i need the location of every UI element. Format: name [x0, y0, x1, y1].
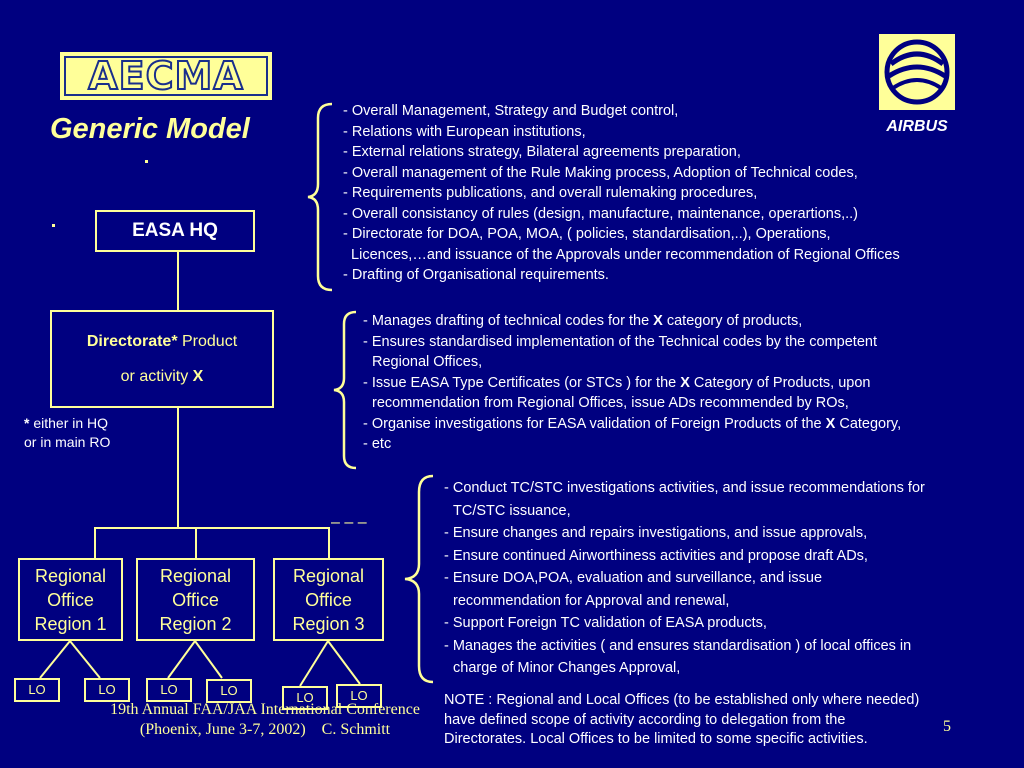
airbus-swirl-icon [884, 39, 950, 105]
hq-task-item: - Drafting of Organisational requirement… [343, 267, 609, 283]
hq-task-item: - Relations with European institutions, [343, 123, 586, 140]
directorate-task-item: recommendation from Regional Offices, is… [372, 395, 849, 411]
hq-task-item: - Directorate for DOA, POA, MOA, ( polic… [343, 226, 831, 242]
ro-line: Region 1 [34, 613, 107, 634]
local-office-connectors [39, 640, 361, 687]
regional-task-item: TC/STC issuance, [453, 502, 571, 519]
ro-line: Office [172, 589, 219, 610]
hq-task-item: - Overall management of the Rule Making … [343, 164, 858, 181]
page-number: 5 [943, 718, 951, 735]
note-line: NOTE : Regional and Local Offices (to be… [444, 692, 920, 708]
directorate-task-list: - Manages drafting of technical codes fo… [363, 311, 901, 455]
connector-line [328, 527, 330, 558]
airbus-logo [879, 34, 955, 110]
directorate-task-item: - Organise investigations for EASA valid… [363, 415, 902, 432]
hq-task-item: Licences,…and issuance of the Approvals … [343, 246, 900, 263]
connector-line [94, 527, 96, 558]
ro-line: Office [47, 589, 94, 610]
ro-line: Regional [34, 565, 107, 586]
ro-line: Regional [159, 565, 232, 586]
connector-line [94, 527, 330, 529]
local-office-box: LO [206, 679, 252, 703]
directorate-task-item: Regional Offices, [372, 354, 483, 370]
aecma-logo-text: AECMA [87, 53, 244, 99]
regional-office-1: Regional Office Region 1 [18, 558, 123, 641]
directorate-task-item: - Ensures standardised implementation of… [363, 333, 877, 350]
footer-location-author: (Phoenix, June 3-7, 2002) C. Schmitt [139, 721, 391, 738]
regional-task-item: - Manages the activities ( and ensures s… [444, 637, 912, 654]
connector-line [177, 408, 179, 528]
airbus-label: AIRBUS [886, 118, 948, 135]
directorate-label-rest: Product [177, 333, 238, 350]
hq-task-item: - Overall consistancy of rules (design, … [343, 205, 858, 222]
dot-mark [52, 224, 55, 227]
footnote-line1: either in HQ [29, 415, 109, 431]
regional-task-item: - Support Foreign TC validation of EASA … [444, 615, 767, 631]
hq-task-item: - Requirements publications, and overall… [343, 185, 758, 201]
regional-brace [404, 474, 434, 684]
directorate-label-line2: or activity [120, 368, 193, 385]
easa-hq-label: EASA HQ [132, 220, 218, 241]
local-office-box: LO [84, 678, 130, 702]
aecma-logo: AECMA [60, 52, 272, 100]
footnote-line2: or in main RO [24, 434, 111, 450]
page-title: Generic Model [50, 113, 250, 145]
directorate-label-bold: Directorate [86, 333, 172, 350]
ro-line: Region 3 [292, 613, 365, 634]
directorate-x: X [192, 368, 204, 385]
directorate-task-item: - Manages drafting of technical codes fo… [363, 313, 803, 329]
easa-hq-box: EASA HQ [95, 210, 255, 252]
footer: 19th Annual FAA/JAA International Confer… [60, 700, 470, 740]
local-office-box: LO [336, 684, 382, 708]
regional-office-2: Regional Office Region 2 [136, 558, 255, 641]
footnote-star: * [24, 415, 30, 431]
dot-mark [145, 160, 148, 163]
connector-line [195, 527, 197, 558]
regional-task-item: - Ensure changes and repairs investigati… [444, 525, 868, 541]
directorate-brace [333, 310, 357, 470]
note-line: Directorates. Local Offices to be limite… [444, 731, 868, 747]
regional-task-item: - Conduct TC/STC investigations activiti… [444, 480, 925, 496]
ro-line: Office [305, 589, 352, 610]
ro-line: Region 2 [159, 613, 232, 634]
local-office-box: LO [146, 678, 192, 702]
hq-task-item: - Overall Management, Strategy and Budge… [343, 103, 679, 119]
hq-brace [307, 102, 333, 292]
local-office-box: LO [14, 678, 60, 702]
directorate-star: * [171, 333, 178, 350]
regional-task-item: - Ensure DOA,POA, evaluation and surveil… [444, 570, 823, 586]
dashed-extension: – – – [331, 514, 367, 531]
directorate-box: Directorate* Product or activity X [50, 310, 274, 408]
note-line: have defined scope of activity according… [444, 711, 846, 728]
hq-task-item: - External relations strategy, Bilateral… [343, 144, 741, 160]
regional-task-item: recommendation for Approval and renewal, [453, 592, 730, 609]
connector-line [177, 252, 179, 311]
directorate-task-item: - etc [363, 436, 392, 452]
regional-task-item: - Ensure continued Airworthiness activit… [444, 547, 868, 564]
footer-conference: 19th Annual FAA/JAA International Confer… [110, 701, 420, 718]
local-office-box: LO [282, 686, 328, 710]
hq-task-list: - Overall Management, Strategy and Budge… [343, 101, 900, 286]
directorate-task-item: - Issue EASA Type Certificates (or STCs … [363, 374, 871, 391]
regional-task-item: charge of Minor Changes Approval, [453, 660, 681, 676]
regional-office-3: Regional Office Region 3 [273, 558, 384, 641]
note-block: NOTE : Regional and Local Offices (to be… [444, 691, 919, 750]
directorate-footnote: * either in HQ or in main RO [24, 414, 110, 452]
regional-task-list: - Conduct TC/STC investigations activiti… [444, 477, 925, 680]
ro-line: Regional [292, 565, 365, 586]
